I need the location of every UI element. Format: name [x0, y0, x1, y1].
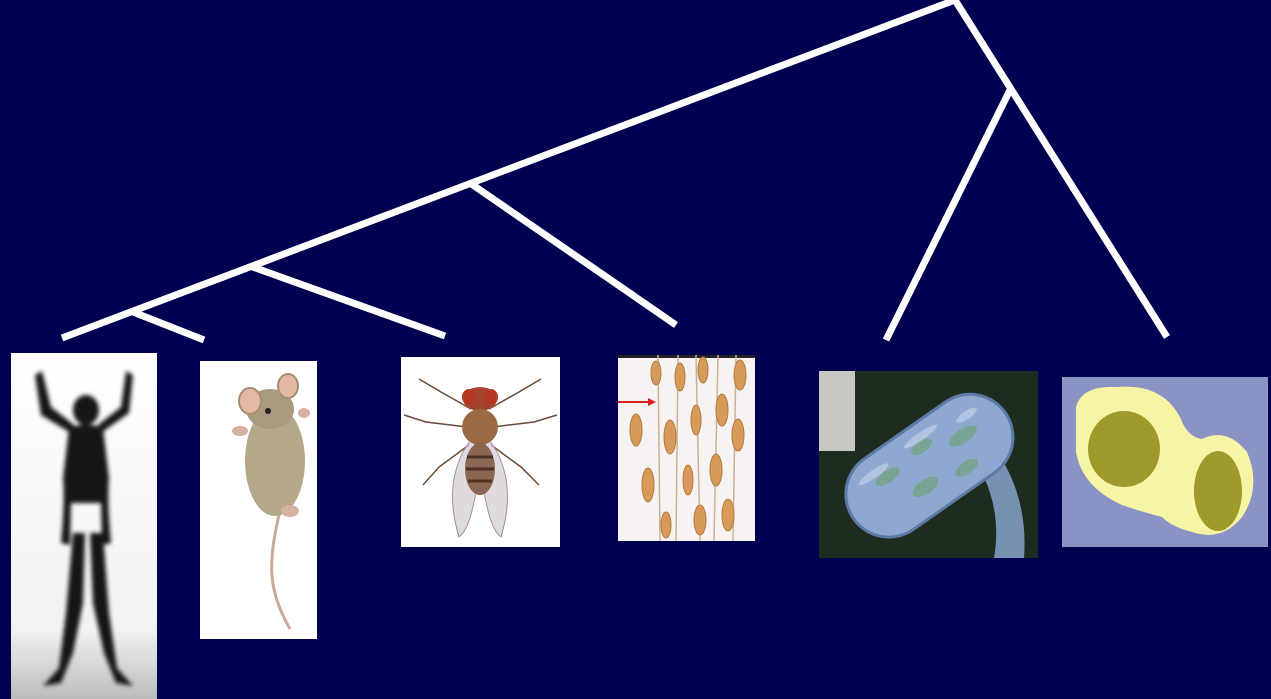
branch-animals-rice	[470, 183, 676, 325]
branch-ecoli	[886, 90, 1010, 340]
taxon-rice	[618, 355, 755, 541]
mouse-icon	[200, 361, 317, 639]
fruit-fly-icon	[401, 357, 560, 547]
taxon-human	[11, 353, 157, 699]
taxon-fruit-fly	[401, 357, 560, 547]
branch-human-mouse-split	[133, 312, 204, 340]
taxon-e-coli	[819, 371, 1038, 558]
rice-grains-icon	[618, 355, 755, 541]
branch-vertebrates-fly	[250, 266, 445, 336]
branch-root-left	[62, 0, 955, 338]
budding-yeast-icon	[1062, 377, 1268, 547]
taxon-yeast	[1062, 377, 1268, 547]
rod-bacterium-icon	[819, 371, 1038, 558]
taxon-mouse	[200, 361, 317, 639]
human-silhouette-icon	[11, 353, 157, 699]
branch-root-right	[955, 0, 1167, 337]
